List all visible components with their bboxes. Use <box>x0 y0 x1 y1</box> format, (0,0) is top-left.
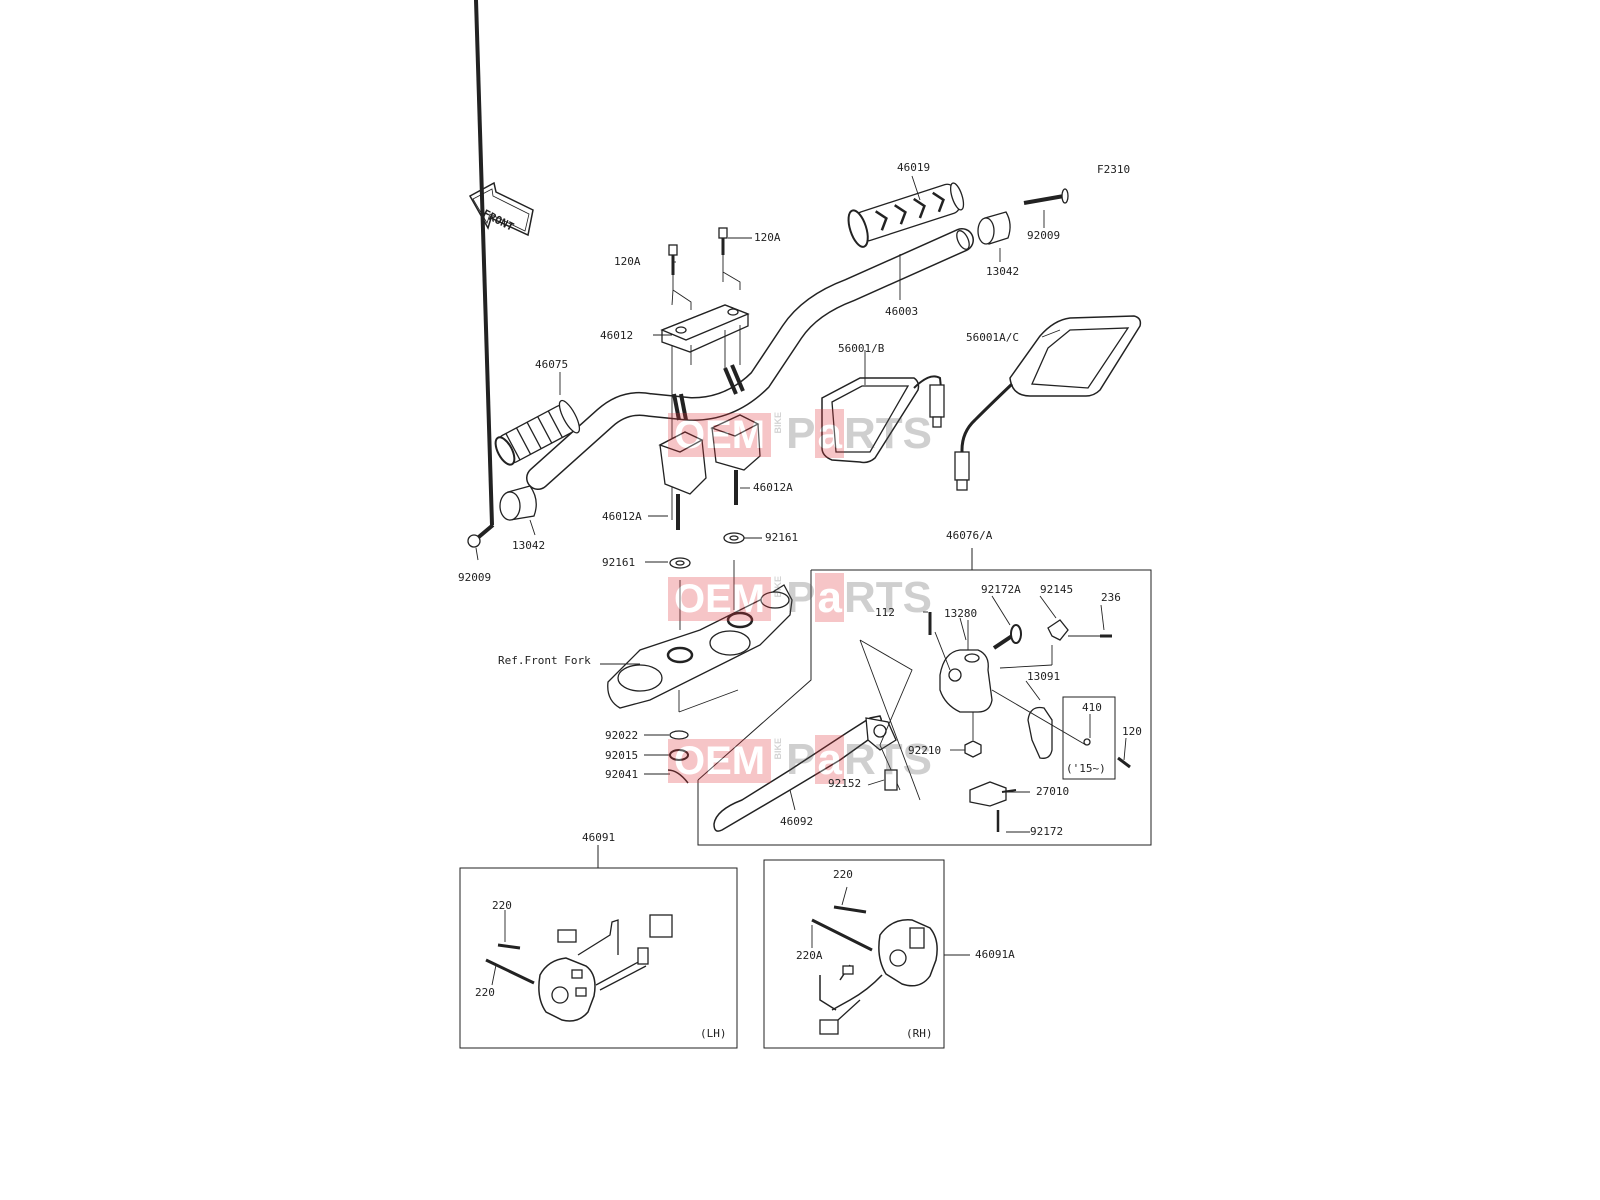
label-92172: 92172 <box>1030 825 1064 838</box>
label-leaders <box>475 175 1127 986</box>
mirror-left <box>821 375 945 464</box>
washer-right-hole <box>729 535 739 541</box>
label-120: 120 <box>1122 725 1142 738</box>
right-grip <box>847 182 965 248</box>
label-46019: 46019 <box>897 161 931 174</box>
label-120A-right: 120A <box>754 231 781 244</box>
label-46012A-right: 46012A <box>753 481 793 494</box>
right-switch-housing <box>819 919 938 1035</box>
label-92161-left: 92161 <box>602 556 636 569</box>
label-13042-top: 13042 <box>986 265 1020 278</box>
bolt-120 <box>1117 756 1131 769</box>
handlebar <box>526 228 974 490</box>
left-switch-housing <box>538 914 673 1022</box>
label-92152: 92152 <box>828 777 862 790</box>
brake-lever <box>713 639 921 832</box>
label-46091: 46091 <box>582 831 616 844</box>
washer-left-hole <box>675 560 685 566</box>
clamp-bolt-left <box>668 244 678 275</box>
bar-end-screw-top <box>1023 188 1069 205</box>
screw-220-lh-bottom <box>485 958 535 985</box>
label-46003: 46003 <box>885 305 919 318</box>
mirror-right <box>954 315 1142 491</box>
clamp-bolt-right <box>718 227 728 255</box>
label-92009-top: 92009 <box>1027 229 1061 242</box>
label-112: 112 <box>875 606 895 619</box>
label-13042-bottom: 13042 <box>512 539 546 552</box>
label-rh: (RH) <box>906 1027 933 1040</box>
bar-end-top <box>977 211 1011 245</box>
label-92015: 92015 <box>605 749 639 762</box>
label-46092: 46092 <box>780 815 814 828</box>
handlebar-upper-clamp <box>660 304 750 353</box>
handlebar-lower-clamp-right <box>710 414 761 505</box>
label-15: ('15~) <box>1066 762 1106 775</box>
label-13280: 13280 <box>944 607 978 620</box>
label-92041: 92041 <box>605 768 639 781</box>
lever-assembly-frame <box>697 548 1152 846</box>
label-46012A-left: 46012A <box>602 510 642 523</box>
label-220-lh-top: 220 <box>492 899 512 912</box>
label-92161-right: 92161 <box>765 531 799 544</box>
label-92172A: 92172A <box>981 583 1021 596</box>
label-ref-front-fork: Ref.Front Fork <box>498 654 591 667</box>
bar-end-screw-bottom <box>467 0 495 548</box>
brake-switch-27010 <box>969 781 1017 832</box>
label-46012: 46012 <box>600 329 634 342</box>
clamp-13091 <box>991 689 1087 759</box>
label-46091A: 46091A <box>975 948 1015 961</box>
lever-bracket <box>934 620 993 713</box>
label-92210: 92210 <box>908 744 942 757</box>
washer-410 <box>1083 738 1091 746</box>
label-46076A: 46076/A <box>946 529 993 542</box>
label-120A-left: 120A <box>614 255 641 268</box>
label-13091: 13091 <box>1027 670 1061 683</box>
left-grip <box>494 399 581 466</box>
fork-upper-bracket <box>607 584 793 709</box>
washer-92022 <box>669 730 689 740</box>
nut-92210 <box>964 712 982 758</box>
adjuster-92172A <box>992 624 1022 650</box>
washer-left <box>669 557 691 569</box>
collar-92152 <box>884 769 898 791</box>
cotter-pin-92041 <box>667 769 689 784</box>
bar-end-bottom <box>499 485 537 521</box>
screw-220-lh-top <box>497 943 521 950</box>
figure-code: F2310 <box>1097 163 1131 176</box>
label-lh: (LH) <box>700 1027 727 1040</box>
assembly-guide-lines <box>671 255 741 713</box>
label-92022: 92022 <box>605 729 639 742</box>
front-arrow-icon <box>468 181 534 237</box>
screw-220-rh <box>833 905 867 914</box>
screw-220a-rh <box>811 918 873 952</box>
label-92145: 92145 <box>1040 583 1074 596</box>
label-56001AC: 56001A/C <box>966 331 1019 344</box>
lh-switch-frame <box>459 867 738 1049</box>
label-46075: 46075 <box>535 358 569 371</box>
label-236: 236 <box>1101 591 1121 604</box>
nut-92015 <box>669 749 689 761</box>
handlebar-lower-clamp-left <box>658 431 707 530</box>
label-410: 410 <box>1082 701 1102 714</box>
label-92009-bottom: 92009 <box>458 571 492 584</box>
label-27010: 27010 <box>1036 785 1070 798</box>
label-220A: 220A <box>796 949 823 962</box>
label-220-lh-bottom: 220 <box>475 986 495 999</box>
rh-switch-frame <box>763 859 945 1049</box>
label-220-rh: 220 <box>833 868 853 881</box>
washer-right <box>723 532 745 544</box>
label-56001B: 56001/B <box>838 342 885 355</box>
